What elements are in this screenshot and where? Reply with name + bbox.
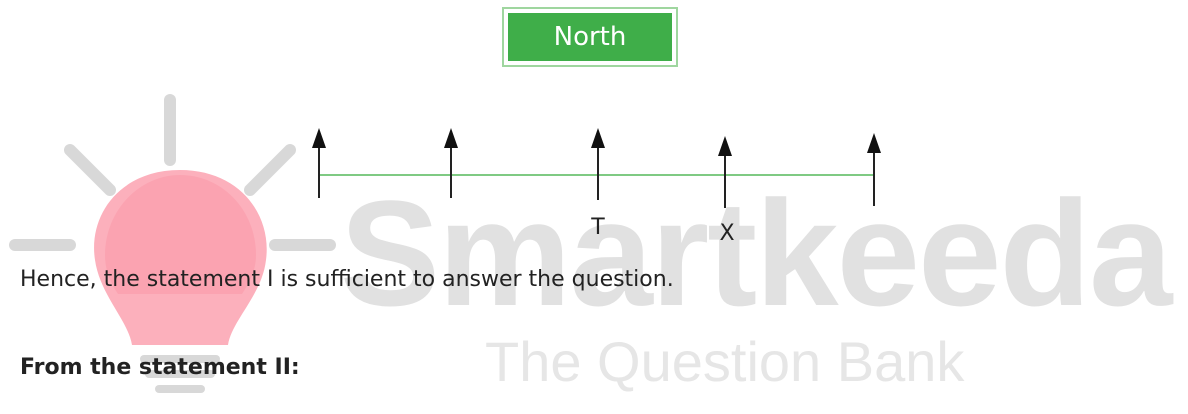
person-4-label: X	[719, 221, 734, 246]
person-1-arrow	[312, 128, 326, 198]
person-4-arrow	[718, 136, 732, 208]
person-3-label: T	[590, 215, 605, 240]
north-label: North	[508, 13, 672, 61]
statement-ii-heading: From the statement II:	[20, 355, 300, 380]
person-2-arrow	[444, 128, 458, 198]
person-3-arrow	[591, 128, 605, 200]
north-direction-badge: North	[502, 7, 678, 67]
person-5-arrow	[867, 133, 881, 206]
conclusion-text: Hence, the statement I is sufficient to …	[20, 267, 674, 292]
